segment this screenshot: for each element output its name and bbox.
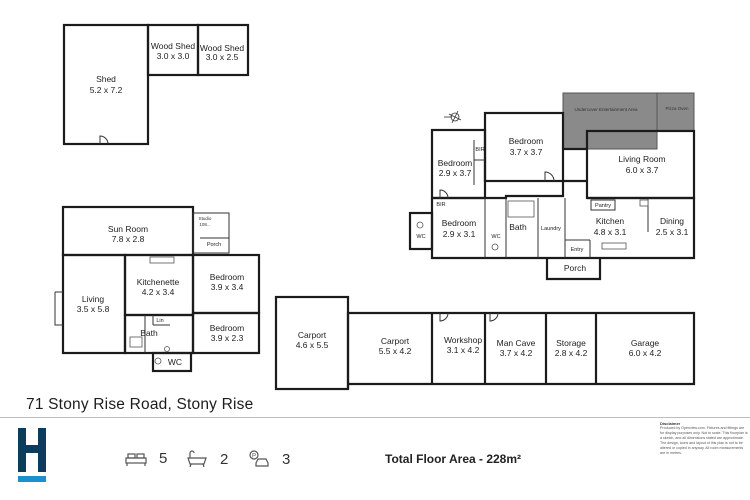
car-icon: P (249, 450, 269, 467)
bath-label: Bath (509, 222, 527, 232)
bathroom-count: 2 (186, 450, 228, 468)
shed-size: 5.2 x 7.2 (90, 85, 123, 95)
bedroom-count: 5 (125, 450, 167, 467)
compass-icon (444, 110, 462, 124)
bedroom-b-size: 2.9 x 3.7 (439, 168, 472, 178)
laundry-label: Laundry (541, 226, 561, 232)
carport-2-name: Carport (381, 336, 410, 346)
disclaimer-title: Disclaimer (660, 421, 681, 426)
man-cave-name: Man Cave (497, 338, 536, 348)
bedroom-e-size: 3.9 x 2.3 (211, 333, 244, 343)
lin-label: Lin (156, 318, 163, 324)
parking-count-value: 3 (282, 450, 291, 468)
kitchenette-name: Kitchenette (137, 277, 180, 287)
outbuildings: Carport 4.6 x 5.5 Carport 5.5 x 4.2 Work… (274, 295, 696, 391)
bath2-label: Bath (140, 328, 158, 338)
wood-shed-1-name: Wood Shed (151, 41, 196, 51)
bedroom-a-size: 3.7 x 3.7 (510, 147, 543, 157)
living-room-size: 6.0 x 3.7 (626, 165, 659, 175)
bir2-label: BIR (436, 202, 445, 208)
bedroom-d-name: Bedroom (210, 272, 245, 282)
property-address: 71 Stony Rise Road, Stony Rise (26, 396, 254, 413)
dining-name: Dining (660, 216, 684, 226)
disclaimer-text: Produced by Openview.com. Fixtures and f… (660, 426, 748, 455)
footer-divider (0, 417, 750, 418)
kitchen-size: 4.8 x 3.1 (594, 227, 627, 237)
bedroom-count-value: 5 (159, 450, 168, 467)
living-room-name: Living Room (618, 154, 665, 164)
porch-small-label: Porch (207, 242, 221, 248)
entry-label: Entry (571, 247, 584, 253)
second-dwelling: Sun Room 7.8 x 2.8 Studio 108... Porch K… (54, 205, 261, 373)
bedroom-b-name: Bedroom (438, 158, 473, 168)
dining-size: 2.5 x 3.1 (656, 227, 689, 237)
garage-size: 6.0 x 4.2 (629, 348, 662, 358)
bedroom-d-size: 3.9 x 3.4 (211, 282, 244, 292)
sun-room-size: 7.8 x 2.8 (112, 234, 145, 244)
carport-2-size: 5.5 x 4.2 (379, 346, 412, 356)
pantry-label: Pantry (595, 203, 611, 209)
bedroom-a-name: Bedroom (509, 136, 544, 146)
wc3-label: WC (168, 357, 182, 367)
kitchenette-size: 4.2 x 3.4 (142, 287, 175, 297)
storage-size: 2.8 x 4.2 (555, 348, 588, 358)
pizza-oven-area (656, 92, 695, 132)
garage-name: Garage (631, 338, 660, 348)
studio-size: 108... (199, 222, 210, 227)
carport-1-name: Carport (298, 330, 327, 340)
shed-name: Shed (96, 74, 116, 84)
disclaimer-block: Disclaimer Produced by Openview.com. Fix… (660, 421, 748, 499)
bath-icon (187, 450, 207, 468)
floor-plan: Shed 5.2 x 7.2 Wood Shed 3.0 x 3.0 Wood … (54, 23, 696, 391)
wc-label: WC (416, 234, 425, 240)
bedroom-c-size: 2.9 x 3.1 (443, 229, 476, 239)
bedroom-e-name: Bedroom (210, 323, 245, 333)
undercover-label: Undercover Entertainment Area (574, 107, 638, 112)
pizza-oven-label: Pizza Oven (665, 106, 689, 111)
total-floor-area: Total Floor Area - 228m² (385, 452, 522, 466)
wood-shed-2-name: Wood Shed (200, 43, 245, 53)
wood-shed-2-size: 3.0 x 2.5 (206, 52, 239, 62)
main-house: Undercover Entertainment Area Pizza Oven (408, 92, 696, 281)
man-cave-size: 3.7 x 4.2 (500, 348, 533, 358)
kitchen-name: Kitchen (596, 216, 625, 226)
undercover-area (562, 92, 658, 150)
bir-label: BIR (475, 147, 484, 153)
storage-name: Storage (556, 338, 586, 348)
bedroom-c-name: Bedroom (442, 218, 477, 228)
shed-building: Shed 5.2 x 7.2 Wood Shed 3.0 x 3.0 Wood … (62, 23, 250, 146)
bathroom-count-value: 2 (220, 450, 229, 468)
workshop-name: Workshop (444, 335, 482, 345)
brand-logo (16, 426, 50, 486)
studio-name: Studio (199, 216, 212, 221)
living-name: Living (82, 294, 104, 304)
workshop-size: 3.1 x 4.2 (447, 345, 480, 355)
wood-shed-1-size: 3.0 x 3.0 (157, 51, 190, 61)
bed-icon (125, 452, 147, 466)
parking-count: P 3 (248, 450, 290, 468)
living-size: 3.5 x 5.8 (77, 304, 110, 314)
porch-label: Porch (564, 263, 586, 273)
carport-1-size: 4.6 x 5.5 (296, 340, 329, 350)
wc2-label: WC (491, 234, 500, 240)
sun-room-name: Sun Room (108, 224, 148, 234)
svg-text:P: P (252, 454, 256, 460)
